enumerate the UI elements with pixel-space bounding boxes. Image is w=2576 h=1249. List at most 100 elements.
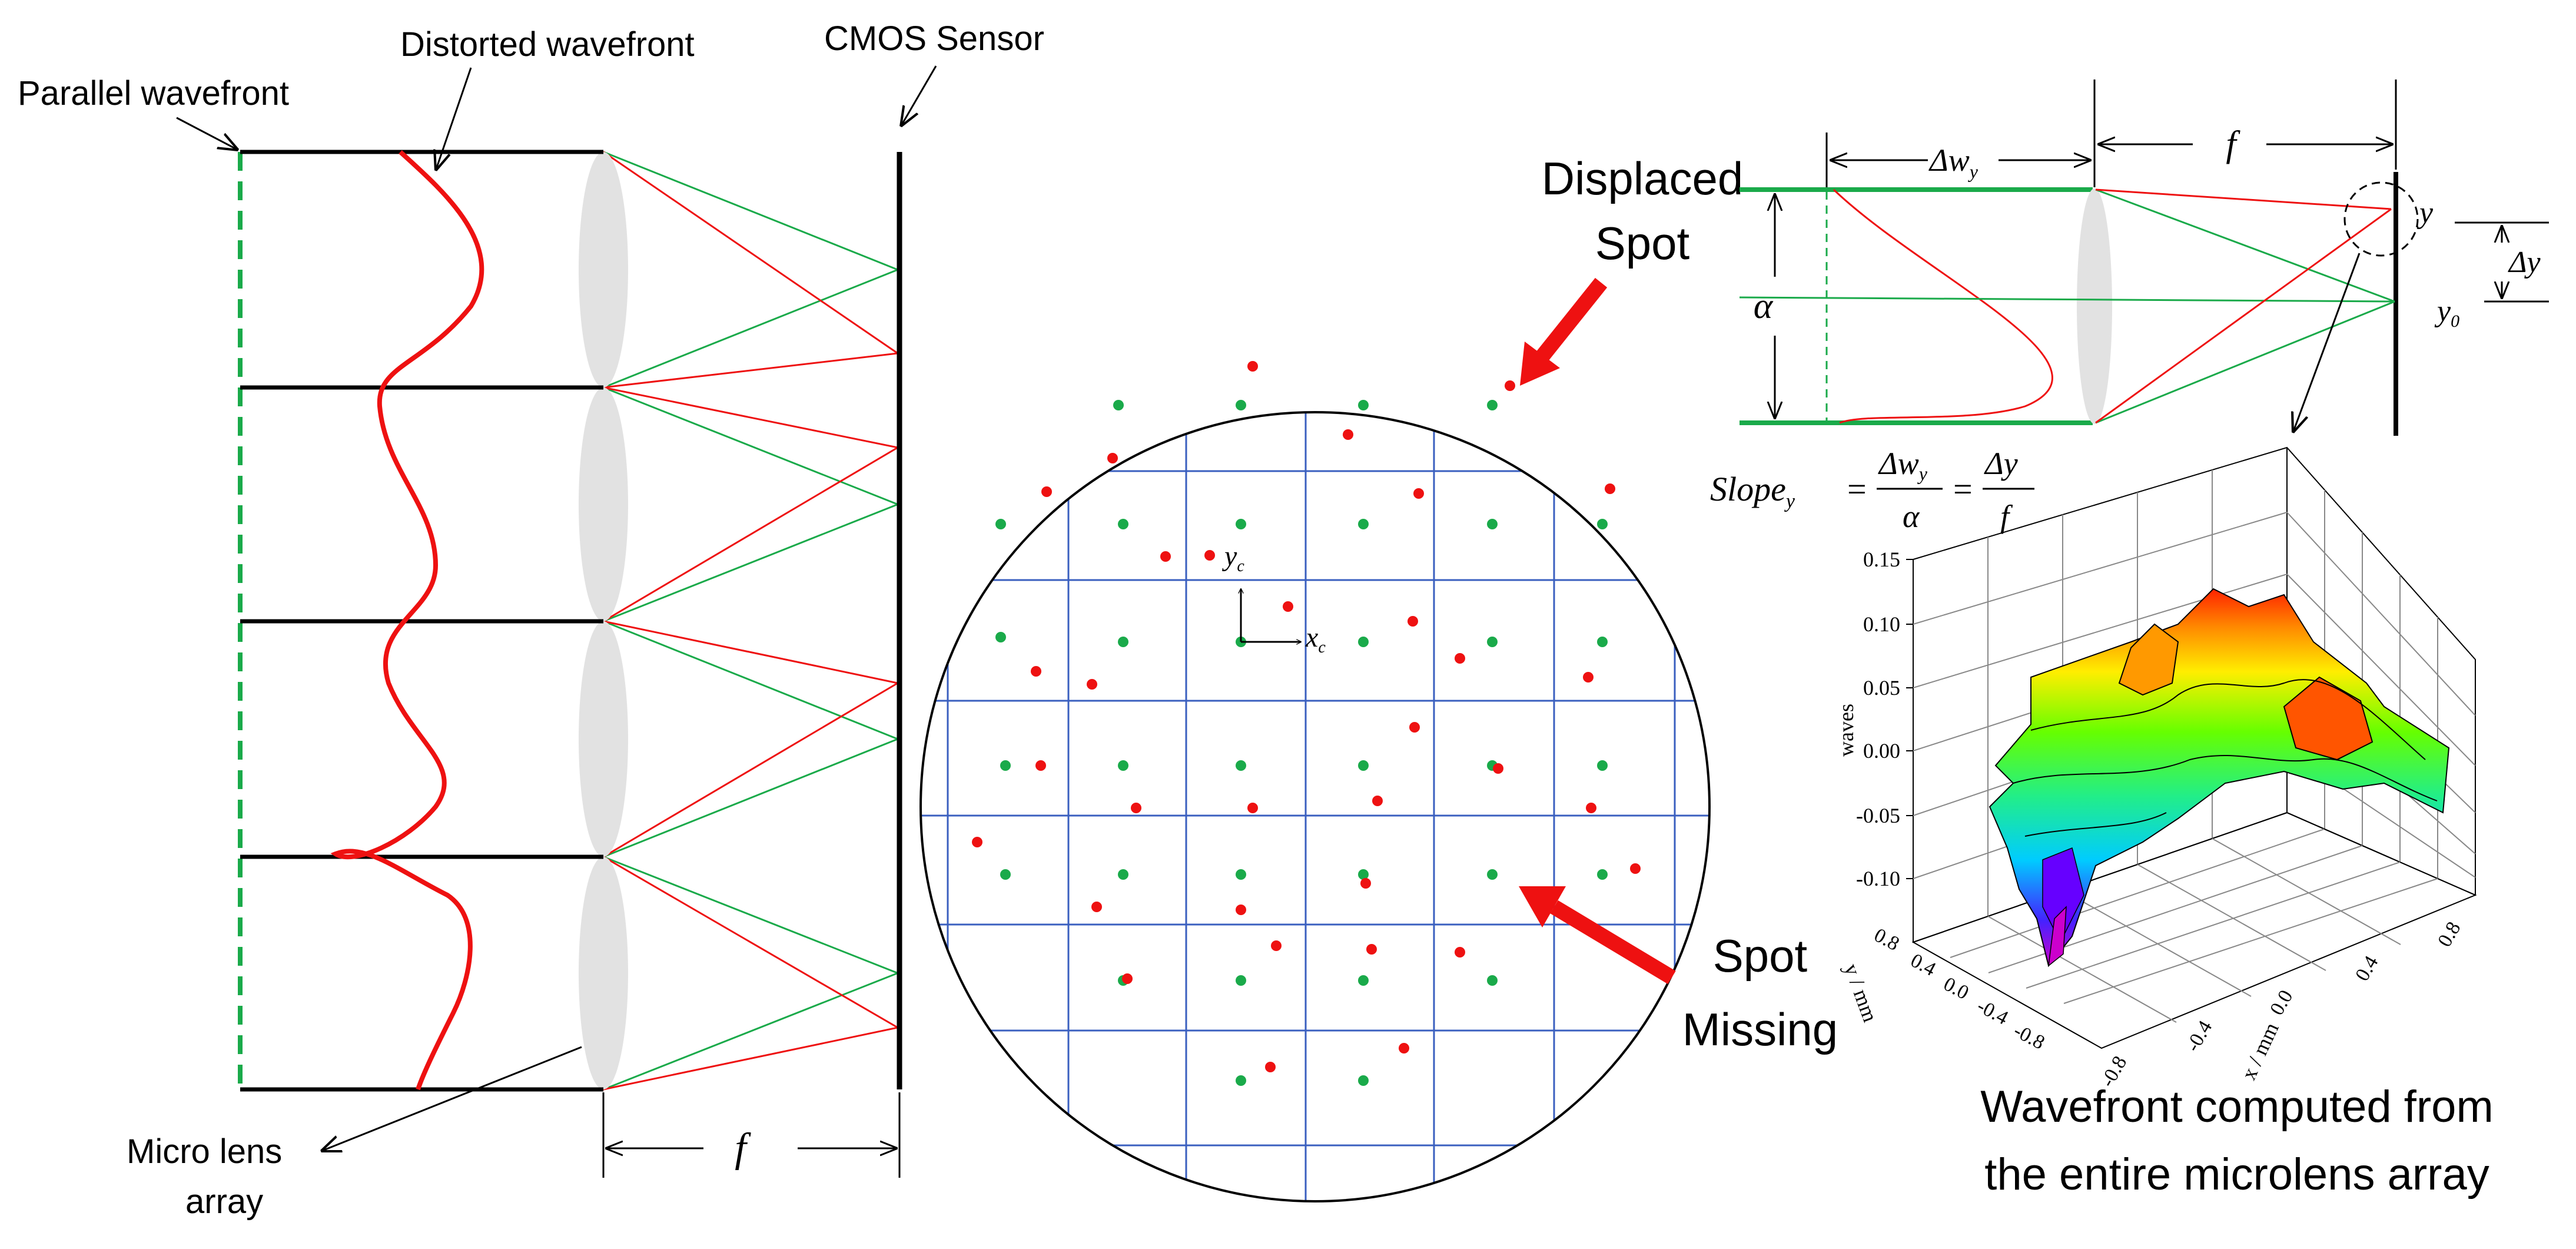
micro-lens-label-line2: array [185,1182,263,1221]
displaced-spot [1204,550,1215,561]
reference-spot [1358,760,1369,771]
displaced-spot [1505,380,1515,391]
displaced-spot [1586,803,1596,813]
inset-ring-pointer [2293,253,2361,433]
svg-text:Δy: Δy [1984,446,2018,481]
spot-pattern: xc yc Displaced Spot Spot Missing [919,153,1838,1202]
reference-spot [1597,869,1608,880]
y-tick-label: 0.0 [1940,973,1972,1004]
axis-xc-label: xc [1305,622,1326,657]
displaced-spot [1271,940,1282,951]
displaced-spot [1236,905,1246,915]
y-axis-label: y / mm [1840,960,1882,1025]
reference-spot [1236,760,1246,771]
spot-missing-label-line2: Missing [1682,1003,1838,1055]
spot-missing-arrow [1519,886,1676,985]
displaced-spot-label-line2: Spot [1595,217,1690,269]
displaced-spot [1247,803,1258,813]
z-tick-label: 0.05 [1863,676,1900,700]
focal-length-label: f [735,1125,751,1171]
x-axis-ticks: -0.8-0.40.00.40.8 [2096,918,2465,1091]
displaced-spot [1091,902,1102,912]
inset-focal-label: f [2226,124,2240,164]
z-axis-label: waves [1834,704,1858,757]
reference-spot [1000,760,1011,771]
micro-lens-2 [579,621,628,857]
inset-delta-y-label: Δy [2508,246,2541,279]
reference-spot [1236,519,1246,529]
micro-lens-0 [579,152,628,387]
micro-lens-pointer [321,1046,582,1151]
x-tick-label: 0.8 [2434,918,2465,950]
svg-text:Δwy: Δwy [1878,446,1928,484]
reference-spot [995,519,1006,529]
displaced-spot [1041,486,1052,497]
displaced-spot [1630,863,1641,874]
x-tick-label: -0.4 [2182,1017,2216,1055]
reference-spot [1358,1075,1369,1086]
reference-spot [1358,869,1369,880]
y-tick-label: 0.8 [1870,924,1903,955]
displaced-spot [1283,601,1293,612]
displaced-spot [972,837,982,847]
reference-spot [1487,519,1498,529]
displaced-spot [1605,483,1615,494]
reference-spot [1358,519,1369,529]
distorted-wavefront-pointer [436,67,472,171]
displaced-spot [1265,1062,1276,1072]
parallel-wavefront-pointer [176,117,238,150]
reference-spot [1236,975,1246,986]
displaced-spot [1407,616,1418,627]
reference-spot [995,632,1006,642]
reference-spot [1597,760,1608,771]
lenslet-inset: Δwy f α y y0 Δy Slopey = Δwy α = Δy f [1710,79,2549,534]
micro-lens-label-line1: Micro lens [127,1132,282,1171]
displaced-spot [1399,1043,1409,1053]
x-axis-label: x / mm [2236,1019,2283,1083]
reference-spot [1597,637,1608,647]
displaced-spot [1413,488,1424,499]
reference-spot [1118,637,1128,647]
displaced-spot [1087,679,1097,690]
distorted-wavefront-curve [330,150,484,1091]
displaced-spot [1455,653,1465,664]
spot-missing-label-line1: Spot [1713,930,1808,982]
reference-spot [1358,400,1369,410]
svg-text:Slopey: Slopey [1710,470,1795,512]
microlens-schematic: f Parallel wavefront Distorted wavefront… [18,19,1044,1221]
spot-dots [972,361,1641,1086]
svg-text:α: α [1903,499,1920,534]
ray-fans [603,151,898,1091]
displaced-spot [1360,878,1371,889]
displaced-spot [1409,722,1420,733]
y-axis-ticks: 0.80.40.0-0.4-0.8 [1870,924,2048,1053]
displaced-spot [1372,796,1383,806]
parallel-wavefront-label: Parallel wavefront [18,74,289,112]
surface-caption-line1: Wavefront computed from [1980,1082,2494,1132]
displaced-spot [1031,666,1041,677]
reference-spot [1358,637,1369,647]
displaced-spot [1160,551,1171,562]
reference-spot [1487,869,1498,880]
z-tick-label: 0.00 [1863,739,1900,763]
displaced-spot [1583,672,1594,683]
inset-displaced-spot-ring [2343,181,2419,257]
cmos-sensor-pointer [901,65,937,127]
inset-lens [2077,188,2112,424]
reference-spot [1236,1075,1246,1086]
inset-y-label: y [2416,196,2434,230]
y-tick-label: -0.4 [1973,995,2011,1029]
micro-lens-3 [579,857,628,1089]
reference-spot [1118,869,1128,880]
inset-distorted-wavefront [1833,188,2053,424]
slope-formula: Slopey = Δwy α = Δy f [1710,446,2034,534]
reference-spot [1118,519,1128,529]
displaced-spot [1107,453,1118,463]
y-tick-label: -0.8 [2010,1020,2048,1054]
reference-spot [1597,519,1608,529]
z-tick-label: 0.15 [1863,548,1900,571]
inset-alpha-label: α [1754,286,1774,326]
surface-plot: 0.150.100.050.00-0.05-0.10 waves 0.80.40… [1834,446,2494,1200]
displaced-spot [1122,973,1133,984]
surface-caption-line2: the entire microlens array [1984,1149,2489,1200]
